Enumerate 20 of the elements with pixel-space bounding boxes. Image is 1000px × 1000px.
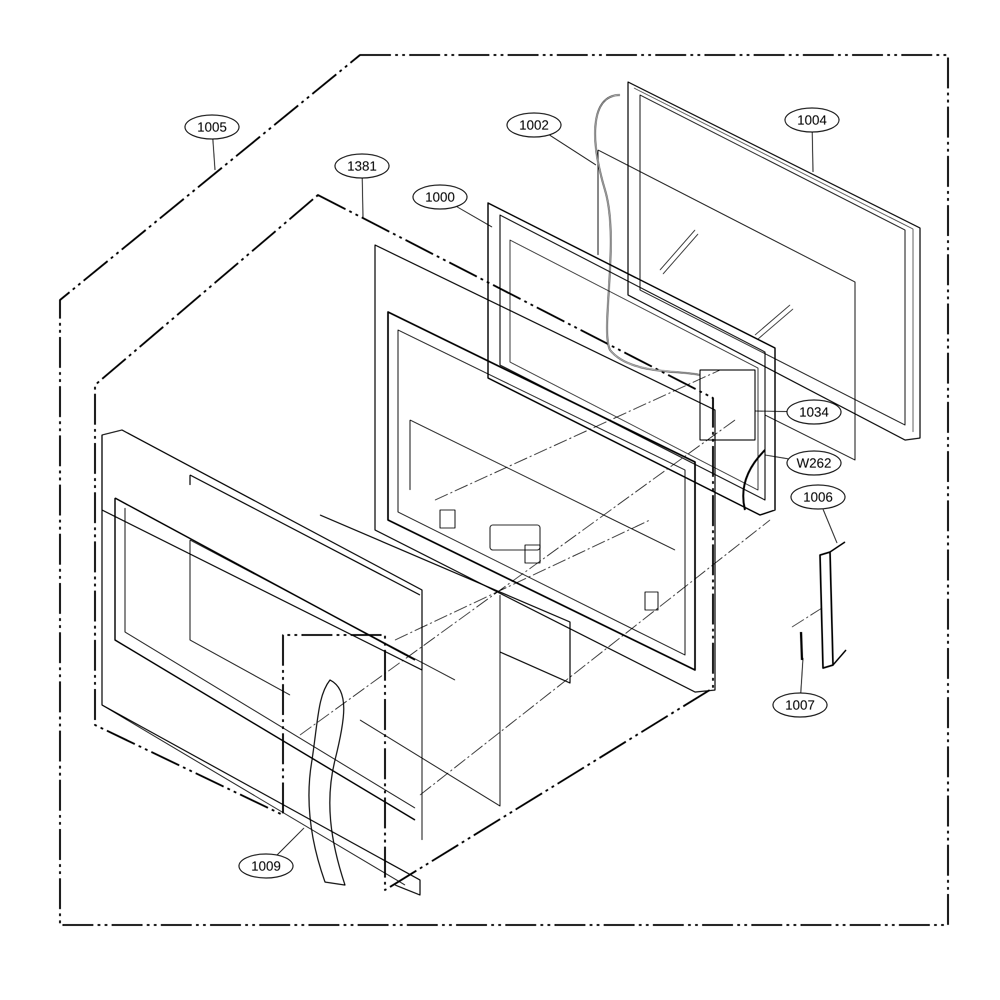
callout-number: 1006 — [790, 484, 846, 510]
callout-number: W262 — [786, 450, 842, 476]
leader-line — [800, 658, 804, 693]
leader-line — [456, 206, 492, 228]
leader-line — [822, 508, 838, 544]
callout-number: 1000 — [412, 184, 468, 210]
callout-number: 1005 — [184, 114, 240, 140]
leader-line — [212, 139, 216, 170]
callout-number: 1034 — [786, 400, 842, 424]
callout-number: 1009 — [238, 854, 294, 878]
leader-line — [549, 134, 596, 166]
leader-line — [362, 178, 364, 218]
leader-line — [764, 454, 789, 460]
leader-line — [754, 410, 787, 412]
callout-number: 1381 — [334, 154, 390, 178]
leader-line — [812, 132, 814, 172]
callout-number: 1002 — [506, 112, 562, 138]
callout-number: 1007 — [772, 692, 828, 718]
leader-line — [276, 828, 304, 856]
callout-number: 1004 — [784, 108, 840, 132]
